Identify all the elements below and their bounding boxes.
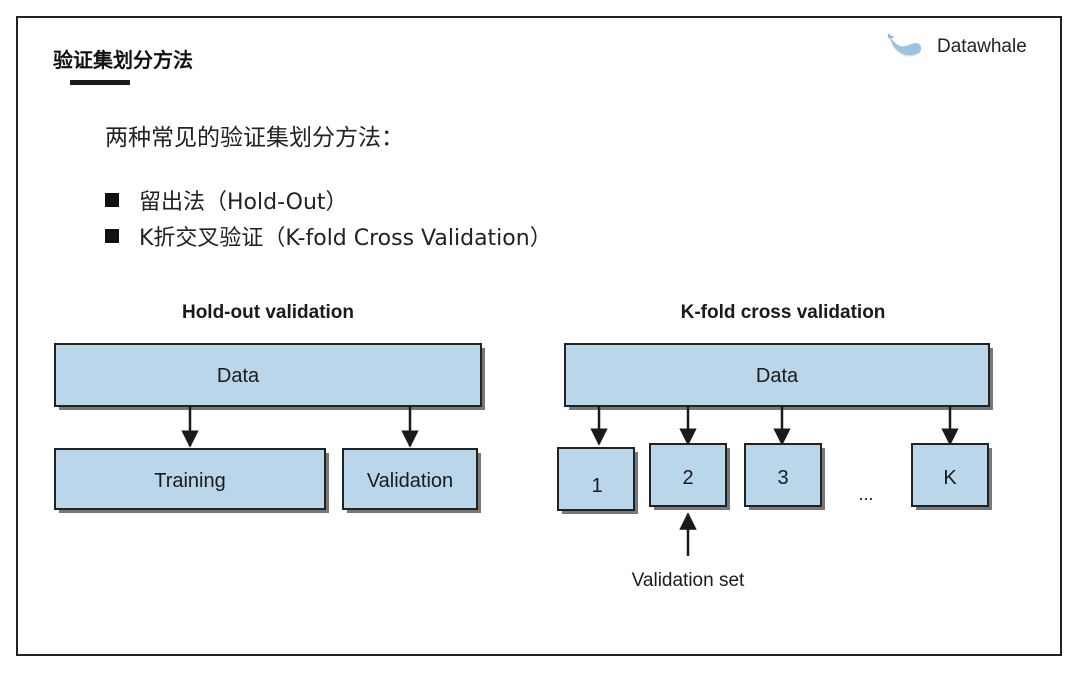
kfold-diagram: K-fold cross validation Data 1 2 3 ... K…	[557, 302, 993, 591]
whale-icon	[887, 33, 922, 57]
validation-set-label: Validation set	[632, 570, 745, 591]
fold-2-label: 2	[682, 467, 693, 489]
fold-3-label: 3	[777, 467, 788, 489]
fold-k-label: K	[943, 467, 957, 489]
training-label: Training	[154, 470, 226, 492]
bullet-item-holdout: 留出法（Hold-Out）	[105, 182, 552, 218]
holdout-diagram: Hold-out validation Data Training Valida…	[54, 302, 485, 513]
bullet-square-icon	[105, 229, 119, 243]
slide-frame	[16, 16, 1062, 656]
bullet-text: 留出法（Hold-Out）	[139, 190, 348, 215]
training-box	[54, 448, 326, 510]
fold-3-box	[744, 443, 822, 507]
bullet-text: K折交叉验证（K-fold Cross Validation）	[139, 226, 552, 251]
fold-2-box	[649, 443, 727, 507]
bullet-item-kfold: K折交叉验证（K-fold Cross Validation）	[105, 218, 552, 254]
fold-1-box	[557, 447, 635, 511]
bullet-list: 留出法（Hold-Out） K折交叉验证（K-fold Cross Valida…	[105, 182, 552, 254]
holdout-data-label: Data	[217, 365, 260, 387]
brand-logo: Datawhale	[885, 30, 1027, 64]
kfold-data-box	[564, 343, 990, 407]
bullet-square-icon	[105, 193, 119, 207]
validation-label: Validation	[367, 470, 453, 492]
brand-name: Datawhale	[937, 36, 1027, 57]
fold-1-label: 1	[591, 475, 602, 497]
holdout-data-box	[54, 343, 482, 407]
holdout-title: Hold-out validation	[182, 302, 354, 323]
intro-text: 两种常见的验证集划分方法：	[105, 125, 404, 151]
slide-title: 验证集划分方法	[53, 48, 193, 72]
fold-k-box	[911, 443, 989, 507]
folds-ellipsis: ...	[858, 484, 873, 504]
title-underline	[70, 80, 130, 85]
kfold-data-label: Data	[756, 365, 799, 387]
validation-box	[342, 448, 478, 510]
kfold-title: K-fold cross validation	[681, 302, 886, 323]
